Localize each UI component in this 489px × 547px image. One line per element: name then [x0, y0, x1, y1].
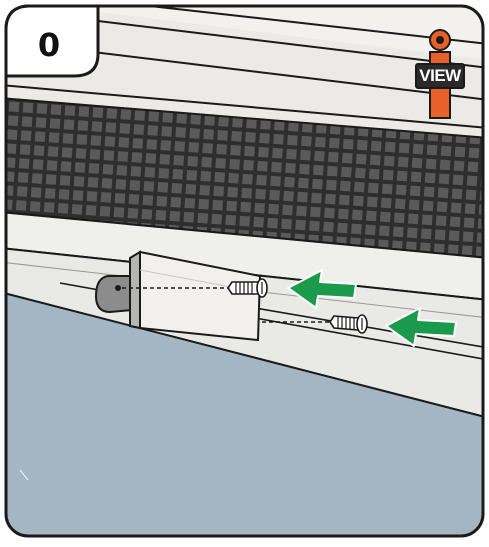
arrow-lower-icon [385, 307, 457, 347]
view-badge [415, 29, 465, 119]
step-box [4, 4, 100, 78]
view-label: VIEW [419, 66, 461, 85]
guide-lines [122, 287, 330, 323]
step-number: 0 [37, 26, 61, 64]
screen-mesh [6, 96, 483, 260]
screw-lower [329, 314, 368, 334]
arrow-upper-icon [287, 269, 357, 309]
screw-upper [227, 278, 268, 298]
mounting-bracket [94, 250, 262, 342]
wall-surface [6, 290, 483, 536]
panel-border [4, 4, 485, 538]
